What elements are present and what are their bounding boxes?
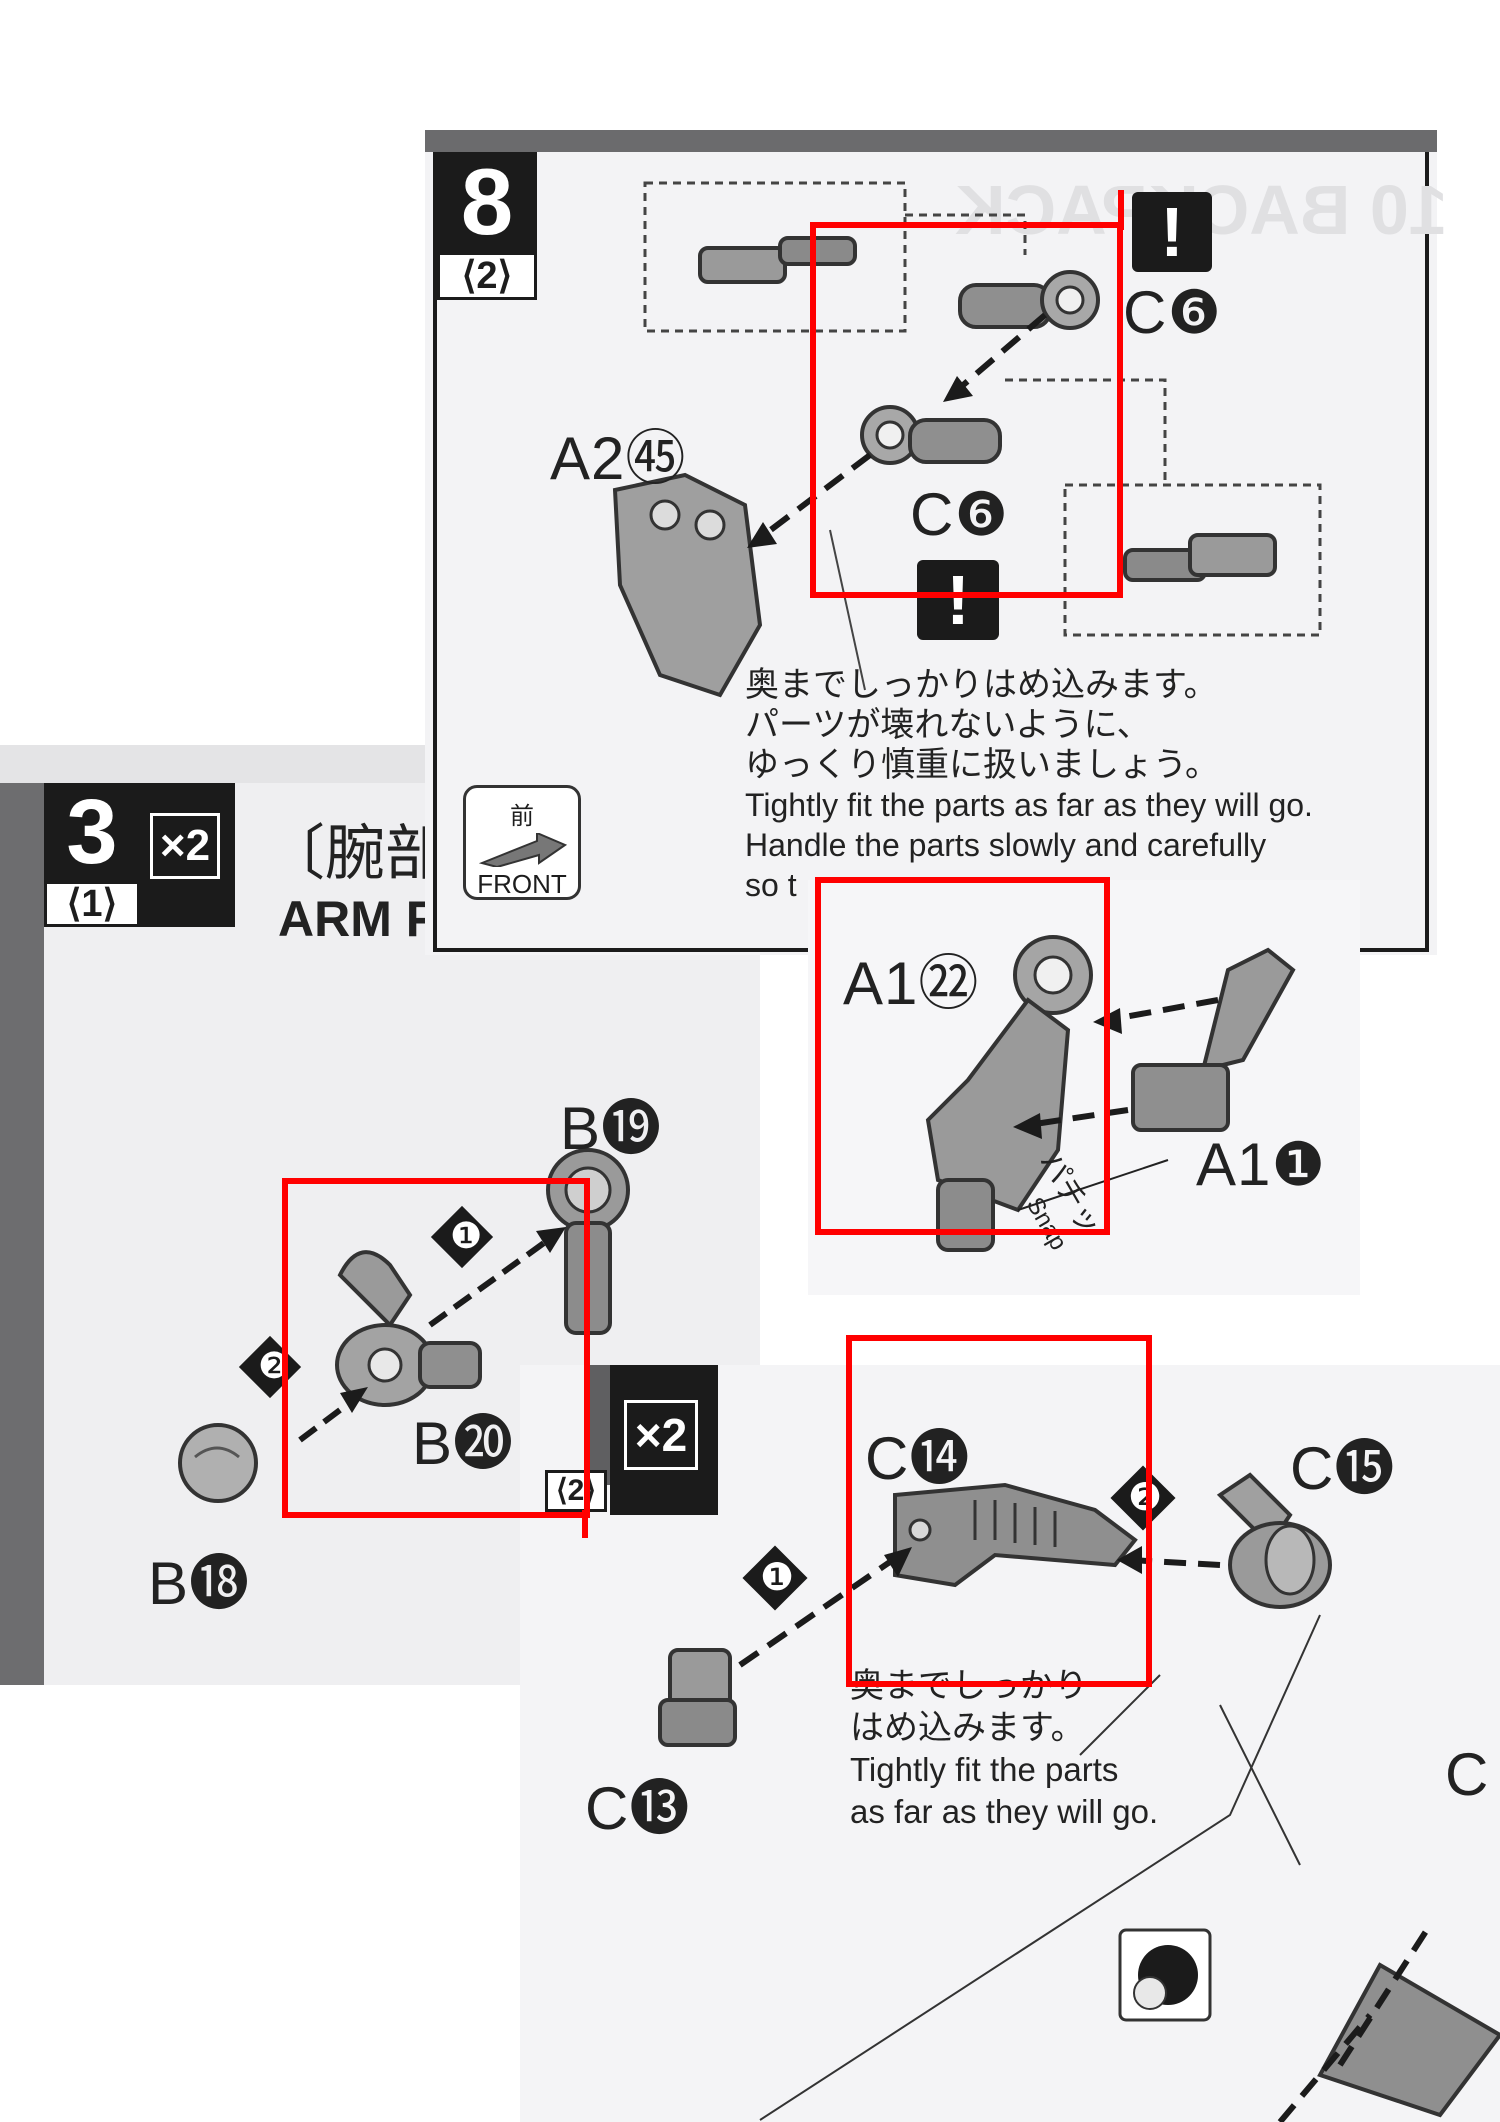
part-label-c-partial: C [1445, 1741, 1490, 1808]
panel-step8: 10 BACKPACK 8 ⟨2⟩ [425, 130, 1448, 955]
c14-multiplier: ×2 [634, 1409, 688, 1461]
warning-symbol-top: ! [1160, 193, 1184, 271]
step3-number: 3 [66, 781, 118, 883]
highlight-box-step8-stroke [1118, 190, 1124, 230]
part-a2-shape [612, 472, 763, 698]
part-c6-mid-shape [860, 405, 1002, 465]
c14-note: 奥までしっかり はめ込みます。 Tightly fit the parts as… [850, 1665, 1270, 1833]
note-en-line-2: Handle the parts slowly and carefully [745, 827, 1267, 863]
part-label-a2-45: A2㊺ [550, 425, 687, 492]
note-jp-line-1: 奥までしっかりはめ込みます。 [745, 665, 1218, 705]
step3-multiplier-box: ×2 [150, 813, 220, 879]
highlight-box-c14 [846, 1335, 1152, 1687]
c14-note-en-line-1: Tightly fit the parts [850, 1751, 1119, 1788]
part-a1-1-shape [1131, 947, 1296, 1132]
step3-order-1: ❶ [450, 1215, 483, 1256]
left-dark-edge [0, 745, 44, 1685]
part-label-b19: B⓳ [560, 1095, 663, 1162]
step3-multiplier-block: ×2 [140, 783, 235, 927]
c14-order-2: ❷ [1128, 1477, 1163, 1519]
part-label-b18: B⓲ [148, 1550, 251, 1617]
c14-diagram [658, 1465, 1500, 2122]
step3-title-jp: 〔腕部 [265, 819, 445, 889]
step8-substep: ⟨2⟩ [461, 255, 513, 297]
a1-diagram [925, 935, 1296, 1252]
part-label-c14: C⓮ [865, 1425, 971, 1492]
c14-multiplier-box: ×2 [624, 1400, 698, 1470]
step8-substep-box: ⟨2⟩ [437, 252, 537, 300]
note-en-line-1: Tightly fit the parts as far as they wil… [745, 787, 1313, 823]
part-label-b20: B⓴ [412, 1410, 515, 1477]
c14-order-1: ❶ [760, 1557, 795, 1599]
warning-icon-bottom: ! [917, 560, 999, 640]
step3-substep: ⟨1⟩ [66, 883, 118, 925]
step8-top-edge [425, 130, 1437, 152]
note-jp-line-2: パーツが壊れないように、 [745, 705, 1151, 745]
part-c6-top-shape [958, 270, 1100, 330]
part-label-c6-top: C❻ [1123, 279, 1223, 346]
step3-number-badge: 3 [44, 783, 140, 881]
part-label-c6-mid: C❻ [910, 481, 1010, 548]
front-badge: 前 FRONT [463, 785, 581, 900]
panel-a1: A1㉒ A1❶ パチッ Snap [808, 880, 1360, 1295]
c14-note-en-line-2: as far as they will go. [850, 1793, 1159, 1830]
part-label-a1-22: A1㉒ [843, 950, 980, 1017]
step8-diagram [612, 181, 1322, 698]
highlight-box-a1 [815, 877, 1110, 1235]
front-badge-jp: 前 [510, 802, 534, 830]
front-arrow-icon [478, 833, 567, 867]
c14-note-jp-line-2: はめ込みます。 [850, 1708, 1085, 1748]
part-c15-shape [1216, 1472, 1332, 1609]
part-b18-shape [178, 1423, 258, 1503]
part-b20-shape [335, 1250, 482, 1407]
part-label-c15: C⓯ [1290, 1435, 1396, 1502]
step8-note: 奥までしっかりはめ込みます。 パーツが壊れないように、 ゆっくり慎重に扱いましょ… [745, 665, 1425, 905]
step3-title-en: ARM F [278, 891, 437, 947]
front-badge-en: FRONT [477, 869, 567, 899]
step3-substep-box: ⟨1⟩ [44, 881, 140, 927]
highlight-box-b20-stroke [582, 1510, 588, 1538]
c14-step-block: ×2 [610, 1365, 718, 1515]
step8-number-badge: 8 [437, 152, 537, 252]
step8-number: 8 [460, 149, 514, 254]
part-label-a1-1: A1❶ [1196, 1131, 1327, 1198]
warning-icon-top: ! [1132, 192, 1212, 272]
note-en-line-3: so t [745, 867, 797, 903]
warning-symbol-bottom: ! [946, 561, 970, 639]
part-c14-shape [893, 1482, 1138, 1588]
part-label-c13: C⓭ [585, 1775, 691, 1842]
c14-left-edge [590, 1365, 610, 1485]
highlight-box-b20 [282, 1178, 590, 1518]
highlight-box-step8 [810, 222, 1123, 598]
step3-multiplier: ×2 [159, 821, 211, 870]
note-jp-line-3: ゆっくり慎重に扱いましょう。 [745, 745, 1219, 785]
panel-c14: ×2 ⟨2⟩ [520, 1365, 1500, 2122]
part-c13-shape [658, 1648, 737, 1747]
